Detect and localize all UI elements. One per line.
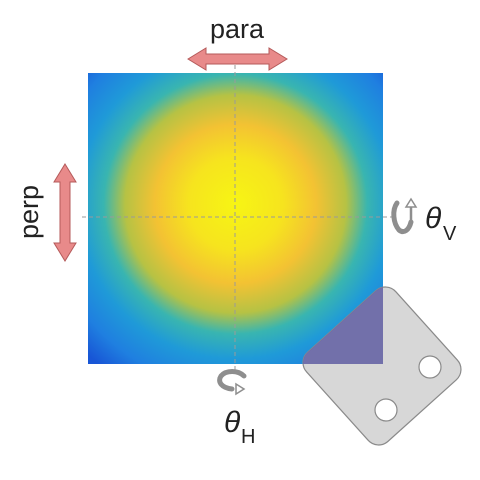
theta-h-subscript: H xyxy=(241,426,255,448)
theta-v-group: θ V xyxy=(391,197,457,245)
para-arrow: para xyxy=(187,14,288,71)
crosshair xyxy=(82,58,392,372)
rotation-vertical-axis-icon xyxy=(391,197,418,235)
sample-chip-icon xyxy=(302,286,462,446)
perp-label: perp xyxy=(14,185,44,239)
theta-h-group: θ H xyxy=(217,369,255,448)
chip-hole-upper xyxy=(418,355,442,379)
double-arrow-vertical-icon xyxy=(53,163,77,262)
theta-v-label: θ xyxy=(425,202,442,235)
rotation-horizontal-axis-icon xyxy=(217,369,247,396)
para-label: para xyxy=(210,14,265,44)
theta-h-label: θ xyxy=(224,406,241,439)
double-arrow-horizontal-icon xyxy=(187,47,288,71)
perp-arrow: perp xyxy=(14,163,77,262)
chip-hole-lower xyxy=(374,398,398,422)
theta-v-subscript: V xyxy=(443,223,457,245)
